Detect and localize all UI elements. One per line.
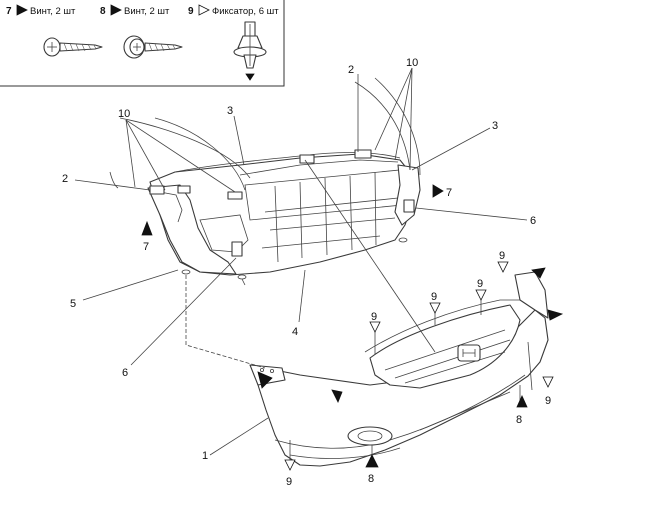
clip-9-marker-icon — [475, 289, 487, 301]
legend-num-9: 9 — [188, 6, 194, 17]
legend: 7 Винт, 2 шт 8 Винт, 2 шт 9 Фиксатор, 6 … — [0, 0, 285, 87]
legend-text-9: Фиксатор, 6 шт — [212, 6, 279, 17]
screw-washer-icon — [123, 35, 183, 59]
upper-bracket-assembly — [109, 77, 421, 280]
callout-5: 5 — [70, 298, 76, 310]
clip-9-marker-icon — [369, 321, 381, 333]
right-side-bracket — [394, 164, 421, 226]
callout-6-right: 6 — [530, 215, 536, 227]
callout-10-right: 10 — [406, 57, 418, 69]
bumper-cover — [249, 267, 564, 467]
filled-marker-icon — [16, 4, 28, 16]
callout-9-e: 9 — [545, 395, 551, 407]
callout-9-d: 9 — [499, 250, 505, 262]
callout-7-right: 7 — [446, 187, 452, 199]
legend-frame — [0, 0, 285, 87]
arrow-icon — [331, 389, 343, 403]
callout-8-bottom: 8 — [368, 473, 374, 485]
markers — [141, 184, 554, 471]
legend-text-8: Винт, 2 шт — [124, 6, 170, 17]
clip-9-marker-icon — [542, 376, 554, 388]
legend-num-8: 8 — [100, 6, 106, 17]
outline-marker-icon — [198, 4, 210, 16]
clip-icon — [233, 21, 267, 81]
alignment-lines — [185, 275, 521, 465]
callout-1: 1 — [202, 450, 208, 462]
grille — [369, 304, 521, 389]
clip-9-marker-icon — [429, 302, 441, 314]
arrow-icon — [547, 309, 564, 321]
legend-num-7: 7 — [6, 6, 12, 17]
screw-8-marker-icon — [516, 395, 528, 408]
arrow-icon — [257, 371, 273, 389]
callout-2-top: 2 — [348, 64, 354, 76]
callout-8-right: 8 — [516, 414, 522, 426]
arrow-down-icon — [245, 73, 255, 81]
legend-text-7: Винт, 2 шт — [30, 6, 76, 17]
callout-9-a: 9 — [371, 311, 377, 323]
callout-6-left: 6 — [122, 367, 128, 379]
callouts: 1 2 2 3 3 4 5 6 6 7 7 8 8 9 9 9 9 9 9 9 … — [62, 57, 551, 488]
fog-lamp — [347, 426, 393, 446]
callout-3-left: 3 — [227, 105, 233, 117]
arrow-icon — [531, 267, 546, 279]
leader-lines — [74, 67, 528, 456]
clip-9-marker-icon — [497, 261, 509, 273]
left-side-bracket — [147, 184, 237, 275]
callout-9-f: 9 — [286, 476, 292, 488]
screw-8-marker-icon — [365, 454, 379, 468]
callout-2-left: 2 — [62, 173, 68, 185]
screw-icon — [43, 37, 103, 57]
callout-9-c: 9 — [477, 278, 483, 290]
filled-marker-icon — [110, 4, 122, 16]
callout-10-left: 10 — [118, 108, 130, 120]
callout-7-left: 7 — [143, 241, 149, 253]
screw-7-marker-icon — [432, 184, 444, 198]
clip-9-marker-icon — [284, 459, 296, 471]
callout-9-b: 9 — [431, 291, 437, 303]
callout-4: 4 — [292, 326, 298, 338]
screw-7-marker-icon — [141, 220, 153, 236]
callout-3-right: 3 — [492, 120, 498, 132]
